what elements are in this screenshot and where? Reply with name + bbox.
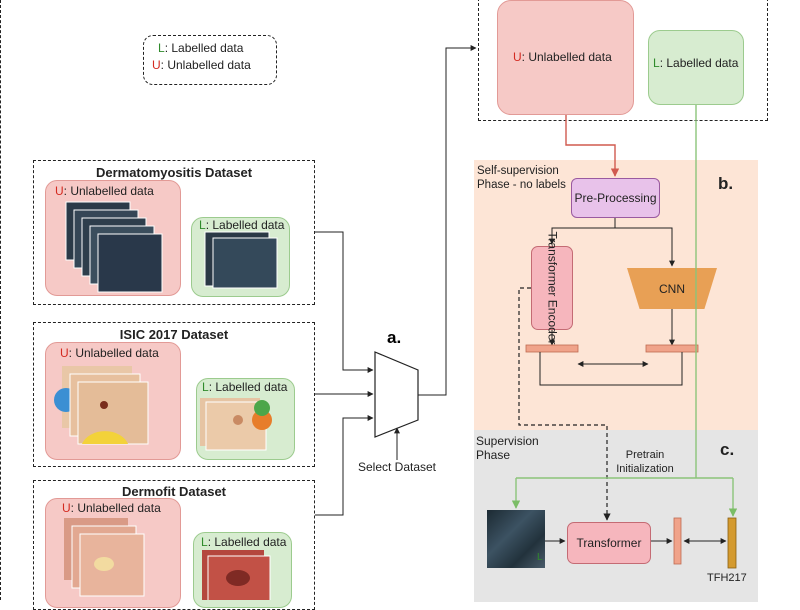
connector-dermatomyositis bbox=[315, 231, 374, 373]
encoder-embedding-bar bbox=[525, 344, 579, 353]
output-bar bbox=[727, 517, 737, 569]
connector-dermofit bbox=[315, 415, 374, 516]
dermatomyositis-labelled-images bbox=[204, 231, 278, 289]
isic-labelled-images bbox=[200, 398, 272, 451]
dataset-panel-isic bbox=[33, 322, 315, 467]
pretrain-dashed-arrow bbox=[518, 287, 611, 521]
unlabelled-label: U: Unlabelled data bbox=[55, 184, 154, 198]
legend-unlabelled: U: Unlabelled data bbox=[152, 58, 251, 72]
legend-box bbox=[143, 35, 277, 85]
input-skin-image bbox=[487, 510, 545, 568]
self-supervision-phase-label: Self-supervision Phase - no labels bbox=[477, 165, 566, 191]
transformer-box: Transformer bbox=[567, 522, 651, 564]
selected-labelled-label: L: Labelled data bbox=[653, 56, 739, 70]
labelled-label: L: Labelled data bbox=[202, 380, 288, 394]
pretrain-initialization-label: Pretrain Initialization bbox=[616, 449, 674, 475]
dataset-selector bbox=[374, 351, 419, 438]
transformer-embedding-bar bbox=[673, 517, 682, 565]
dataset-title: Dermofit Dataset bbox=[121, 484, 227, 499]
cnn-embedding-bar bbox=[645, 344, 699, 353]
tag-c: c. bbox=[720, 440, 735, 459]
unlabelled-label: U: Unlabelled data bbox=[60, 346, 159, 360]
connector-selector-out bbox=[418, 45, 477, 396]
left-edge-line bbox=[0, 0, 1, 600]
legend-labelled: L: Labelled data bbox=[158, 41, 244, 55]
unlabelled-to-preprocessing-arrow bbox=[565, 115, 620, 177]
supervision-phase-label: Supervision Phase bbox=[476, 434, 539, 462]
select-dataset-caption: Select Dataset bbox=[357, 460, 437, 474]
preprocessing-to-cnn-arrow bbox=[615, 227, 675, 267]
dataset-panel-dermatomyositis bbox=[33, 160, 315, 305]
input-label-key: L bbox=[537, 552, 543, 563]
loss-link-bottom bbox=[539, 352, 683, 386]
isic-unlabelled-images bbox=[54, 366, 149, 445]
selector-tag: a. bbox=[387, 328, 401, 347]
output-label: TFH217 bbox=[707, 572, 747, 584]
cnn-box: CNN bbox=[627, 268, 717, 309]
dermofit-unlabelled-images bbox=[64, 518, 145, 597]
unlabelled-label: U: Unlabelled data bbox=[62, 501, 161, 515]
labelled-label: L: Labelled data bbox=[199, 218, 285, 232]
transformer-encoder-box: Transformer Encoder bbox=[531, 232, 573, 344]
selected-unlabelled-card bbox=[497, 0, 634, 115]
preprocessing-box: Pre-Processing bbox=[571, 178, 660, 218]
labelled-label: L: Labelled data bbox=[201, 535, 287, 549]
tag-b: b. bbox=[718, 174, 734, 193]
preprocessing-to-encoder-arrow bbox=[549, 218, 616, 245]
selected-unlabelled-label: U: Unlabelled data bbox=[513, 50, 612, 64]
dermofit-labelled-images bbox=[202, 550, 271, 600]
selected-dataset-panel bbox=[478, 0, 768, 121]
selected-labelled-card bbox=[648, 30, 744, 105]
dataset-title: ISIC 2017 Dataset bbox=[119, 327, 229, 342]
dermatomyositis-unlabelled-images bbox=[65, 201, 163, 293]
dataset-title: Dermatomyositis Dataset bbox=[95, 165, 253, 180]
